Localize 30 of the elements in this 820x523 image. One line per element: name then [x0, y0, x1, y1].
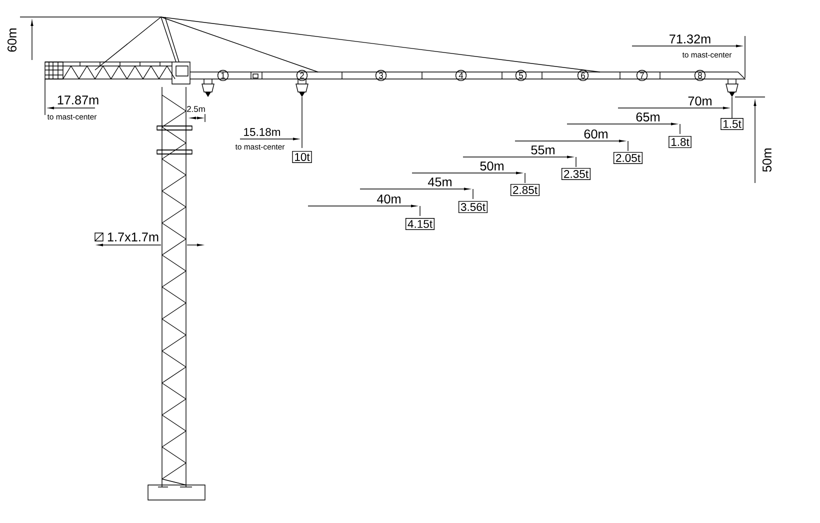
load-box: 2.05t: [613, 152, 643, 164]
section-number: 3: [375, 70, 387, 82]
section-number: 1: [217, 70, 229, 82]
load-box: 10t: [292, 150, 312, 164]
dimension-label: 65m: [636, 112, 660, 122]
load-box: 2.85t: [510, 184, 540, 196]
dimension-label: 45m: [428, 178, 452, 186]
dimension-label: 60m: [584, 130, 608, 138]
dimension-label: 70m: [688, 96, 712, 106]
section-number: 8: [694, 70, 706, 82]
load-box: 1.5t: [720, 118, 744, 130]
load-box: 3.56t: [458, 200, 488, 214]
load-box: 4.15t: [405, 218, 435, 230]
dimension-label: 50m: [480, 162, 504, 170]
dimension-label: 15.18m: [244, 128, 280, 136]
dimension-label: 1.7x1.7m: [108, 232, 158, 242]
dimension-label: 50m: [762, 148, 772, 172]
dimension-label: 17.87m: [58, 96, 98, 104]
dimension-label: 40m: [376, 194, 400, 204]
dimension-label: 60m: [8, 28, 16, 52]
dimension-label: 71.32m: [670, 34, 710, 44]
load-box: 2.35t: [561, 168, 591, 180]
section-number: 7: [636, 70, 648, 82]
load-box: 1.8t: [668, 136, 692, 148]
section-number: 2: [296, 70, 308, 82]
dimension-label: 2.5m: [187, 106, 205, 112]
section-number: 6: [577, 70, 589, 82]
section-number: 4: [455, 70, 467, 82]
section-number: 5: [515, 70, 527, 82]
dimension-label: 55m: [531, 146, 554, 154]
